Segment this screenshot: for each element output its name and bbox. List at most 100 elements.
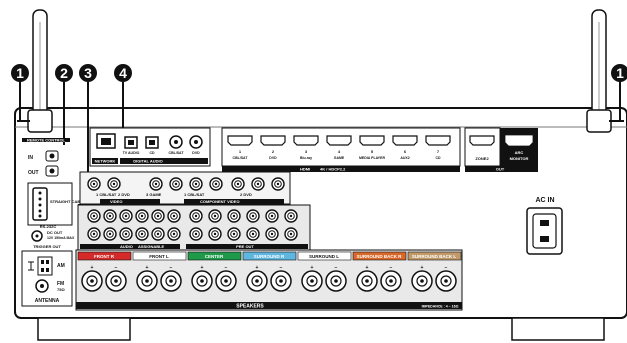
hdmi-input-name: GAME [334, 156, 345, 160]
coaxial-1-label: CBL/SAT [169, 151, 185, 155]
svg-text:+: + [256, 265, 259, 271]
svg-text:−: − [445, 265, 448, 271]
rs232c-block: STRAIGHT CABLE RS-232C [27, 182, 86, 229]
hdmi-input-num: 1 [239, 149, 242, 154]
hdmi-monitor-label: MONITOR [510, 156, 529, 161]
hdmi-input-num: 2 [272, 149, 275, 154]
hdmi-out-label: OUT [496, 167, 505, 172]
rs232c-label: RS-232C [40, 224, 57, 229]
hdmi-input-num: 6 [404, 149, 407, 154]
callout-1-right: 1 [611, 64, 627, 121]
component-1-label: 1 CBL/SAT [184, 192, 205, 197]
component-video-label: COMPONENT VIDEO [200, 199, 240, 204]
ac-in-label: AC IN [535, 197, 554, 204]
pre-out-jack [265, 209, 279, 223]
optical-1-label: TV AUDIO [123, 151, 140, 155]
dc-spec-label: 12V 150mA MAX [47, 236, 75, 240]
speaker-terminal-5: SURROUND L+− [297, 251, 352, 292]
digital-audio-label: DIGITAL AUDIO [133, 159, 162, 164]
callout-4-label: 4 [119, 65, 127, 81]
pre-out-jack [284, 227, 298, 241]
svg-text:+: + [91, 265, 94, 271]
video-in-1-label: 1 CBL/SAT [96, 192, 117, 197]
component-jack [169, 177, 183, 191]
network-digital-block: NETWORK TV AUDIO CD CBL/SAT DVD DIGITAL … [89, 127, 211, 167]
svg-text:+: + [366, 265, 369, 271]
audio-in-jack-l [167, 209, 181, 223]
speaker-terminal-1: FRONT R + − [77, 251, 132, 292]
audio-in-jack-r [167, 227, 181, 241]
hdmi-input-name: MEDIA PLAYER [359, 156, 385, 160]
pre-out-jack [284, 209, 298, 223]
svg-text:+: + [311, 265, 314, 271]
pre-out-jack [265, 227, 279, 241]
ac-in-block: AC IN [526, 197, 563, 255]
callout-2: 2 [55, 64, 73, 145]
pre-out-jack [189, 209, 203, 223]
hdmi-block: HDMI 4K / HDCP2.2 1CBL/SAT2DVD3Blu-ray4G… [221, 127, 538, 172]
speaker-terminal-3: CENTER+− [187, 251, 242, 292]
hdmi-input-7: 7CD [425, 135, 451, 160]
pre-out-jack [246, 209, 260, 223]
hdmi-input-name: Blu-ray [300, 156, 312, 160]
hdmi-input-name: CBL/SAT [233, 156, 249, 160]
svg-text:+: + [146, 265, 149, 271]
foot-left [37, 317, 131, 341]
component-jack [231, 177, 245, 191]
svg-text:+: + [201, 265, 204, 271]
impedance-label: IMPEDANCE : 4 ~ 16Ω [422, 305, 459, 309]
remote-control-label: REMOTE CONTROL [27, 138, 66, 143]
trigger-out-block: DC OUT 12V 150mA MAX TRIGGER OUT [31, 230, 75, 249]
video-in-3-label: 3 GAME [146, 192, 162, 197]
svg-text:−: − [115, 265, 118, 271]
svg-text:−: − [170, 265, 173, 271]
speaker-channel-label: SURROUND BACK R [357, 254, 402, 259]
audio-in-jack-r [135, 227, 149, 241]
pre-out-label: PRE OUT [236, 244, 254, 249]
video-jack [149, 177, 163, 191]
hdmi-input-num: 3 [305, 149, 308, 154]
audio-in-jack-r [103, 227, 117, 241]
hdmi-spec-label: 4K / HDCP2.2 [320, 167, 346, 172]
audio-in-jack-r [87, 227, 101, 241]
video-jack [107, 177, 121, 191]
component-jack [251, 177, 265, 191]
audio-in-jack-l [151, 209, 165, 223]
audio-in-jack-l [87, 209, 101, 223]
svg-text:−: − [335, 265, 338, 271]
audio-in-jack-r [151, 227, 165, 241]
callout-4: 4 [114, 64, 132, 128]
callout-3-label: 3 [84, 65, 92, 81]
pre-out-jack [189, 227, 203, 241]
antenna-block: AM FM 75Ω ANTENNA [21, 250, 73, 307]
speaker-terminal-7: SURROUND BACK L+− [407, 251, 462, 292]
svg-text:−: − [280, 265, 283, 271]
speaker-terminal-4: SURROUND R+− [242, 251, 297, 292]
hdmi-input-num: 7 [437, 149, 440, 154]
hdmi-input-num: 4 [338, 149, 341, 154]
hdmi-input-num: 5 [371, 149, 374, 154]
fm-label: FM [57, 281, 64, 287]
speaker-channel-label: FRONT R [94, 254, 115, 259]
speaker-channel-label: CENTER [205, 254, 224, 259]
antenna-right [586, 9, 624, 133]
pre-out-jack [246, 227, 260, 241]
svg-text:−: − [390, 265, 393, 271]
component-2-label: 2 DVD [240, 192, 252, 197]
callout-1-left: 1 [11, 64, 29, 121]
audio-label: AUDIO [120, 244, 133, 249]
component-jack [209, 177, 223, 191]
audio-in-jack-r [119, 227, 133, 241]
audio-preout-block: AUDIO ASSIGNABLE PRE OUT [77, 204, 311, 251]
am-label: AM [57, 263, 65, 269]
network-label: NETWORK [95, 159, 116, 164]
remote-in-label: IN [28, 155, 33, 161]
svg-text:+: + [421, 265, 424, 271]
speaker-terminal-2: FRONT L+− [132, 251, 187, 292]
